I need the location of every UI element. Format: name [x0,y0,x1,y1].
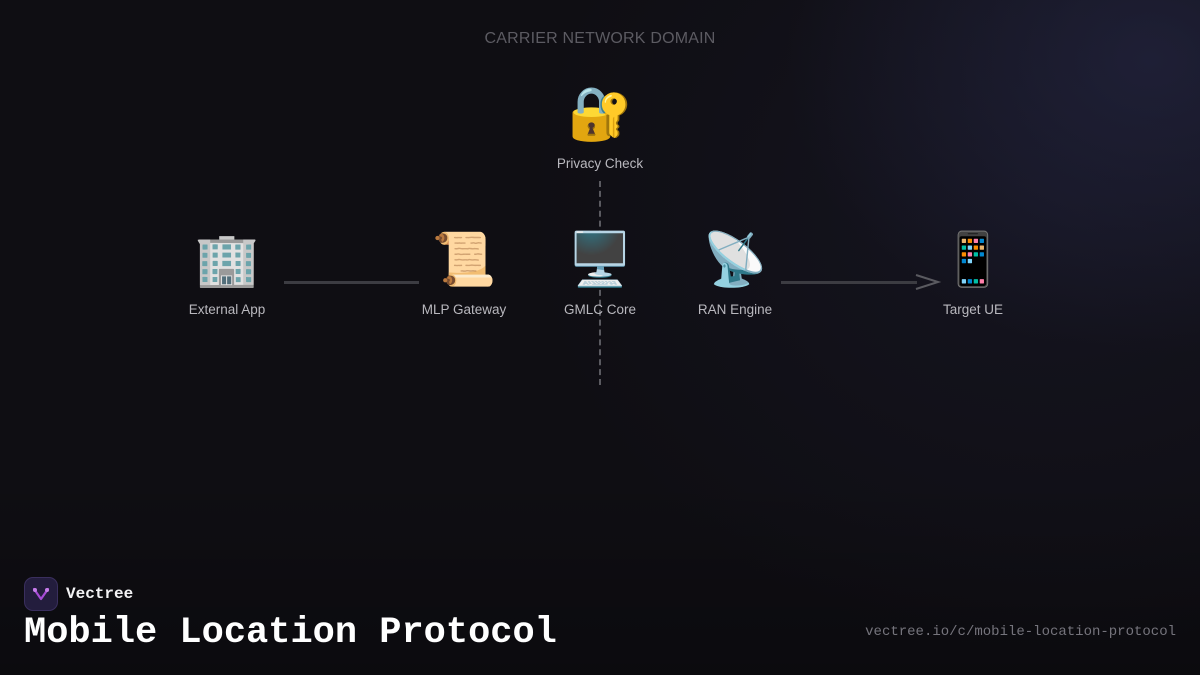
node-label: Privacy Check [556,156,644,171]
node-label: Target UE [942,302,1004,317]
arrow-head-icon [915,274,942,290]
ran-to-ue-connector [781,281,917,284]
node-external-app: 🏢 External App [152,228,302,317]
domain-label: CARRIER NETWORK DOMAIN [484,30,716,47]
office-building-icon: 🏢 [194,231,260,289]
external-to-mlp-connector [284,281,419,284]
node-mlp-gateway: 📜 MLP Gateway [389,228,539,317]
vectree-logo-icon [24,577,58,611]
node-gmlc-core: 🖥️ GMLC Core [525,228,675,317]
source-url-link[interactable]: vectree.io/c/mobile-location-protocol [865,624,1176,640]
node-label: RAN Engine [697,302,773,317]
lock-with-key-icon: 🔐 [567,85,633,143]
node-label: GMLC Core [563,302,636,317]
page-title: Mobile Location Protocol [24,612,557,654]
brand[interactable]: Vectree [24,577,133,611]
brand-name: Vectree [66,585,134,603]
node-target-ue: 📱 Target UE [898,228,1048,317]
node-label: MLP Gateway [421,302,507,317]
desktop-computer-icon: 🖥️ [567,231,633,289]
node-privacy-check: 🔐 Privacy Check [525,82,675,171]
satellite-antenna-icon: 📡 [702,231,768,289]
privacy-to-gmlc-dashed-connector [599,181,601,385]
mobile-phone-icon: 📱 [940,231,1006,289]
node-ran-engine: 📡 RAN Engine [660,228,810,317]
scroll-icon: 📜 [431,231,497,289]
node-label: External App [188,302,266,317]
